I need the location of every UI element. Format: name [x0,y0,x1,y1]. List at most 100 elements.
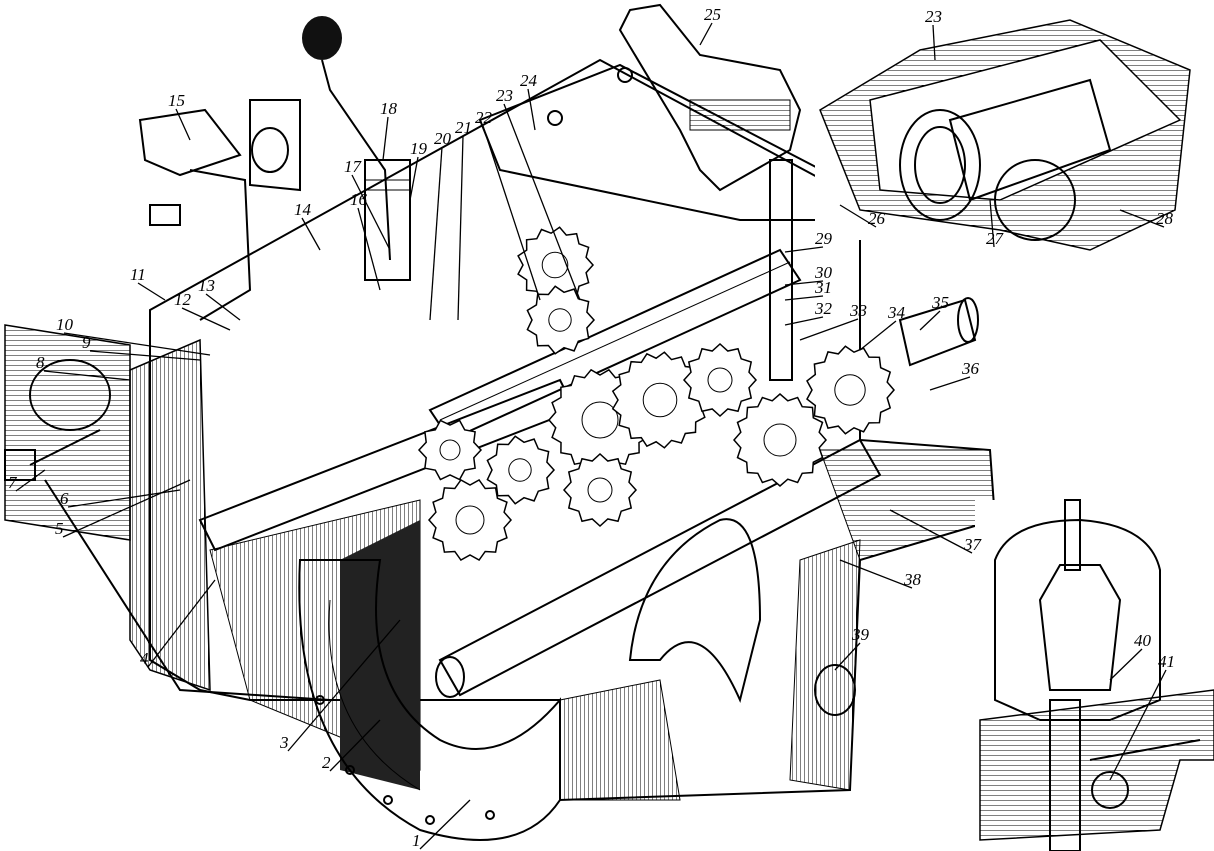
callout-leader-line [919,310,941,331]
callout-leader-line [503,103,581,301]
callout-label-37: 37 [963,535,983,554]
callout-leader-line [147,579,216,668]
shift-lever [302,16,411,281]
callout-label-25: 25 [704,5,721,24]
callout-leader-line [329,719,381,772]
pedal [138,99,301,321]
callout-leader-line [382,116,389,161]
callout-leader-line [932,24,936,61]
callout-label-35: 35 [931,293,949,312]
callout-label-2: 2 [322,753,331,772]
callout-label-13: 13 [198,276,215,295]
callout-leader-line [357,207,381,291]
gear-icon [611,351,709,449]
callout-label-28: 28 [1156,209,1174,228]
callout-label-24: 24 [520,71,538,90]
callout-label-38: 38 [903,570,922,589]
callout-label-16: 16 [350,190,368,209]
callout-leader-line [784,316,824,326]
callout-label-23: 23 [496,86,513,105]
callout-label-18: 18 [380,99,398,118]
drain-plug [814,664,856,716]
callout-leader-line [929,376,971,391]
callout-label-5: 5 [55,519,64,538]
callout-leader-line [63,332,211,356]
callout-label-29: 29 [815,229,833,248]
callout-leader-line [527,88,536,131]
callout-label-30: 30 [814,263,833,282]
callout-label-39: 39 [851,625,870,644]
inset-shift-fork [618,3,802,381]
callout-label-8: 8 [36,353,45,372]
callout-leader-line [89,350,201,361]
gear-icon [417,419,483,481]
callout-leader-line [175,108,191,141]
callout-leader-line [839,204,877,228]
callout-leader-line [43,370,131,381]
callout-leader-line [859,320,897,351]
callout-label-41: 41 [1158,652,1175,671]
callout-leader-line [137,282,166,301]
callout-leader-line [409,156,419,201]
callout-label-9: 9 [82,333,91,352]
callout-leader-line [62,479,191,538]
callout-leader-line [784,246,824,253]
inset-synchronizer [815,0,1195,251]
gear-icon [526,285,596,355]
callout-leader-line [839,559,913,589]
callout-leader-line [834,642,861,671]
gearbox-housing [129,58,997,802]
callout-leader-line [1109,669,1167,781]
linkage-rod [4,359,331,701]
callout-label-31: 31 [814,278,832,297]
gear-icon [733,393,827,487]
callout-leader-line [784,280,824,286]
gear-icon [562,452,638,528]
callout-label-6: 6 [60,489,69,508]
callout-leader-line [205,293,241,321]
callout-label-4: 4 [140,649,149,668]
callout-leader-line [889,509,973,554]
callout-leader-line [287,619,401,752]
callout-leader-line [429,146,443,321]
callout-label-23: 23 [925,7,942,26]
callout-leader-line [784,295,824,301]
callout-leader-line [457,135,464,321]
inset-breather [975,499,1214,851]
callout-label-21: 21 [455,118,472,137]
gear-icon [806,345,895,435]
callout-label-22: 22 [475,108,493,127]
callout-leader-line [1119,209,1165,228]
callout-label-10: 10 [56,315,74,334]
callout-leader-line [67,489,181,508]
callout-leader-line [699,22,713,46]
callout-label-36: 36 [961,359,980,378]
callout-label-11: 11 [130,265,146,284]
callout-label-20: 20 [434,129,452,148]
callout-leader-line [419,799,471,850]
callout-leader-line [1109,648,1143,681]
gear-icon [682,342,758,418]
callout-label-12: 12 [174,290,192,309]
callout-leader-line [15,469,46,492]
gear-icon [427,479,513,561]
top-cover [478,63,861,221]
callout-leader-line [181,307,231,331]
callout-label-3: 3 [279,733,289,752]
callout-label-33: 33 [849,301,867,320]
callout-label-1: 1 [412,831,421,850]
bell-flange [298,518,762,841]
callout-label-34: 34 [887,303,906,322]
callout-leader-line [989,199,995,248]
callout-label-19: 19 [410,139,428,158]
gear-icon [486,435,556,505]
callout-label-27: 27 [986,229,1005,248]
callout-leader-line [301,217,321,251]
callout-leader-line [482,125,541,301]
callout-label-40: 40 [1134,631,1152,650]
callout-label-26: 26 [868,209,886,228]
callout-leader-line [799,318,859,341]
callout-label-17: 17 [344,157,363,176]
callout-label-7: 7 [8,473,18,492]
